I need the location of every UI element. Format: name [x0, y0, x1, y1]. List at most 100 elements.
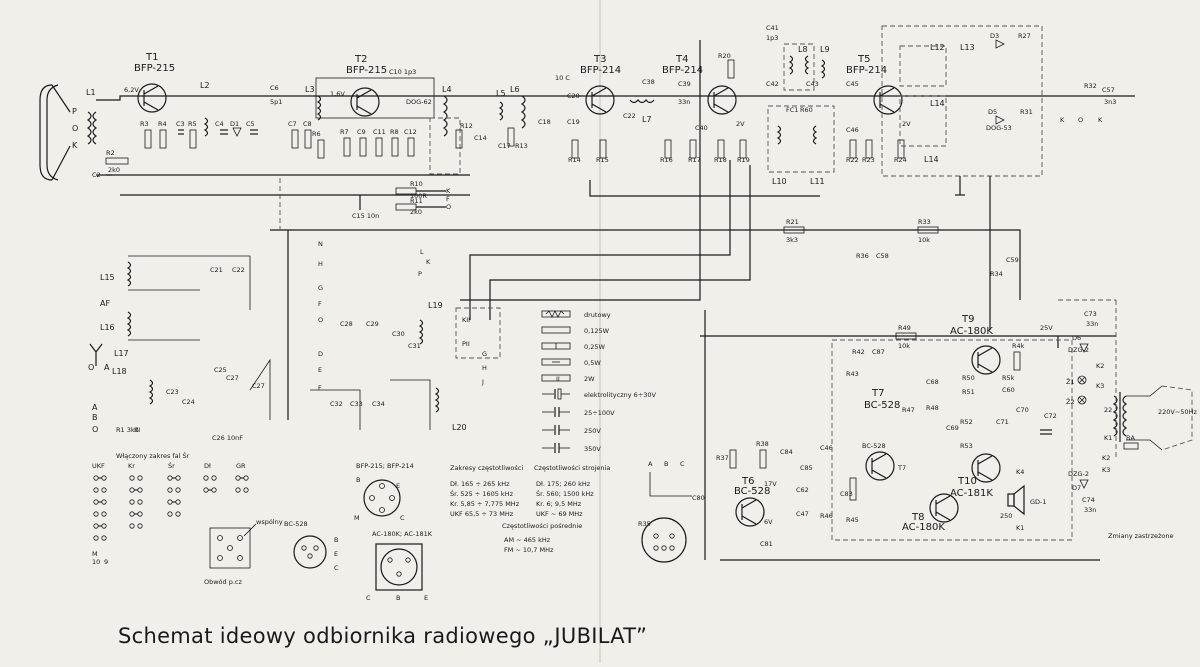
svg-text:C70: C70 [1016, 406, 1029, 414]
svg-text:T9: T9 [961, 314, 974, 325]
svg-text:C32: C32 [330, 400, 343, 408]
svg-text:C80: C80 [692, 494, 705, 502]
svg-text:C41: C41 [766, 24, 779, 32]
svg-text:C4: C4 [215, 120, 224, 128]
svg-text:C74: C74 [1082, 496, 1095, 504]
svg-text:R42: R42 [852, 348, 865, 356]
svg-text:BFP-214: BFP-214 [580, 65, 621, 76]
if-board-pinout: wspólny Obwód p.cz [204, 518, 283, 586]
svg-text:1,6V: 1,6V [330, 90, 345, 98]
svg-text:C30: C30 [392, 330, 405, 338]
legend-row-2: 0,125W [541, 326, 610, 335]
svg-text:C17: C17 [498, 142, 511, 150]
svg-text:C10 1p3: C10 1p3 [389, 68, 416, 76]
svg-text:BC-528: BC-528 [864, 400, 900, 411]
svg-text:DZG-2: DZG-2 [1068, 470, 1089, 478]
svg-text:L16: L16 [100, 323, 115, 332]
svg-text:250V: 250V [584, 427, 601, 435]
svg-text:L1: L1 [86, 88, 96, 97]
svg-text:BFP-214: BFP-214 [846, 65, 887, 76]
coil-L4: L4 R12 C14 [429, 85, 487, 175]
svg-text:R17: R17 [688, 156, 701, 164]
svg-text:R23: R23 [862, 156, 875, 164]
svg-text:T7: T7 [871, 388, 884, 399]
svg-text:R12: R12 [460, 122, 473, 130]
svg-text:C39: C39 [678, 80, 691, 88]
resistor-row-T2: R7 C9 C11 R8 C12 DOG-62 [340, 98, 432, 157]
svg-text:10: 10 [92, 558, 100, 566]
svg-text:25÷100V: 25÷100V [584, 409, 615, 417]
svg-text:AC-181K: AC-181K [950, 488, 993, 499]
svg-text:L10: L10 [772, 177, 787, 186]
svg-text:L7: L7 [642, 115, 652, 124]
svg-text:DOG-53: DOG-53 [986, 124, 1012, 132]
svg-text:R14: R14 [568, 156, 581, 164]
svg-text:R46: R46 [820, 512, 833, 520]
svg-text:Śr. 560; 1500 kHz: Śr. 560; 1500 kHz [536, 489, 594, 498]
transistor-T10: T10 AC-181K [950, 453, 1001, 499]
svg-text:C62: C62 [796, 486, 809, 494]
svg-text:G: G [482, 350, 487, 358]
svg-text:B: B [356, 476, 360, 484]
svg-text:O: O [92, 425, 98, 434]
svg-text:0,25W: 0,25W [584, 343, 605, 351]
svg-text:C58: C58 [876, 252, 889, 260]
svg-text:Ž2: Ž2 [1066, 397, 1075, 406]
svg-text:AC-180K: AC-180K [950, 326, 993, 337]
svg-text:D3: D3 [990, 32, 999, 40]
svg-text:C28: C28 [340, 320, 353, 328]
svg-text:C83: C83 [840, 490, 853, 498]
svg-text:P: P [72, 107, 77, 116]
svg-text:C85: C85 [800, 464, 813, 472]
svg-text:A: A [648, 460, 653, 468]
svg-text:FM ~ 10,7 MHz: FM ~ 10,7 MHz [504, 546, 554, 554]
svg-text:Dł. 175; 260 kHz: Dł. 175; 260 kHz [536, 480, 591, 488]
svg-text:C15 10n: C15 10n [352, 212, 379, 220]
svg-text:T2: T2 [354, 54, 367, 65]
svg-text:C: C [366, 594, 371, 602]
svg-text:Kr: Kr [128, 462, 135, 470]
svg-text:K: K [446, 187, 451, 195]
svg-text:22: 22 [1104, 406, 1112, 414]
svg-text:T8: T8 [911, 512, 924, 523]
svg-text:D7: D7 [1072, 484, 1081, 492]
svg-text:O: O [318, 316, 323, 324]
svg-text:R1 3k3: R1 3k3 [116, 426, 139, 434]
svg-text:R15: R15 [596, 156, 609, 164]
svg-text:C38: C38 [642, 78, 655, 86]
svg-text:BC-528: BC-528 [862, 442, 886, 450]
svg-text:T7: T7 [897, 464, 906, 472]
svg-text:drutowy: drutowy [584, 311, 611, 319]
svg-text:E: E [318, 366, 322, 374]
svg-text:C19: C19 [567, 118, 580, 126]
svg-text:L: L [420, 248, 424, 256]
transistor-T5: T5 BFP-214 2V R22 R23 R24 [846, 54, 911, 164]
svg-text:C24: C24 [182, 398, 195, 406]
dipole-antenna: POK [39, 84, 78, 181]
svg-text:R47: R47 [902, 406, 915, 414]
svg-text:C21: C21 [210, 266, 223, 274]
svg-text:K1: K1 [1104, 434, 1112, 442]
svg-text:K: K [1060, 116, 1065, 124]
svg-text:C23: C23 [166, 388, 179, 396]
svg-text:B: B [92, 413, 98, 422]
svg-text:C34: C34 [372, 400, 385, 408]
svg-text:B: B [334, 536, 338, 544]
svg-text:GR: GR [236, 462, 246, 470]
svg-text:C: C [334, 564, 339, 572]
svg-text:C27: C27 [226, 374, 239, 382]
svg-text:L4: L4 [442, 85, 452, 94]
svg-text:KII: KII [462, 316, 470, 324]
svg-text:L20: L20 [452, 423, 467, 432]
svg-text:C6: C6 [270, 84, 279, 92]
svg-text:6V: 6V [764, 518, 773, 526]
svg-text:T6: T6 [741, 476, 754, 487]
svg-text:F: F [318, 300, 322, 308]
svg-text:C20: C20 [567, 92, 580, 100]
svg-text:GD-1: GD-1 [1030, 498, 1047, 506]
